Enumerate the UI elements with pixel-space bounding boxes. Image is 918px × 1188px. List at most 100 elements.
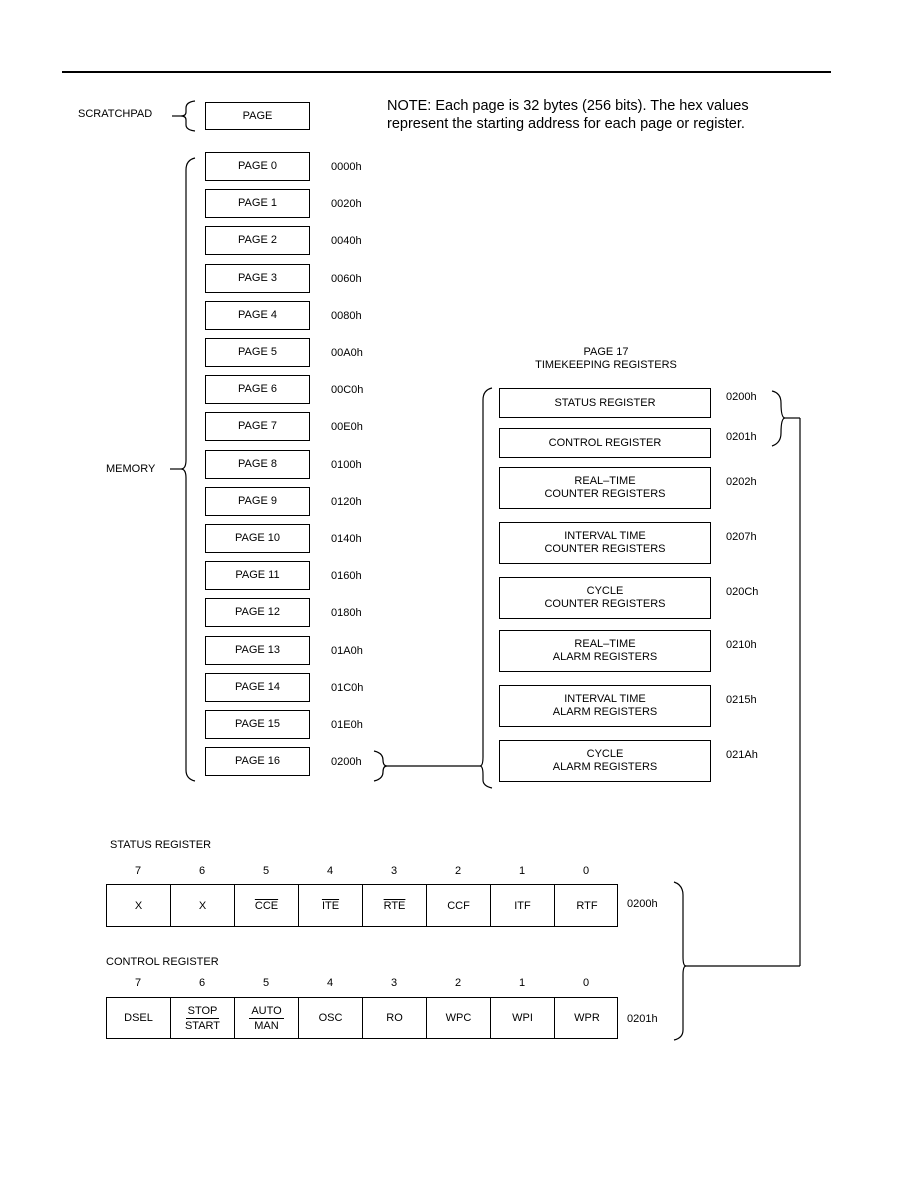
memory-page-label: PAGE 6 <box>238 383 277 395</box>
register-label-line1: REAL–TIME <box>574 475 636 487</box>
memory-page-label: PAGE 4 <box>238 309 277 321</box>
memory-page-box: PAGE 8 <box>205 450 310 479</box>
memory-page-box: PAGE 13 <box>205 636 310 665</box>
bit-label-top: AUTO <box>249 1004 284 1019</box>
status-register-addr: 0200h <box>627 898 658 910</box>
memory-page-box: PAGE 6 <box>205 375 310 404</box>
memory-page-box: PAGE 11 <box>205 561 310 590</box>
timekeeping-register-addr: 020Ch <box>726 586 759 598</box>
bit-label: X <box>134 899 143 912</box>
bit-label: ITE <box>321 899 340 912</box>
memory-page-box: PAGE 4 <box>205 301 310 330</box>
memory-brace <box>180 157 196 782</box>
register-label-line1: INTERVAL TIME <box>564 530 646 542</box>
memory-page-box: PAGE 15 <box>205 710 310 739</box>
register-label-line1: STATUS REGISTER <box>554 396 656 409</box>
bit-number: 7 <box>134 865 142 877</box>
memory-page-addr: 0060h <box>331 273 362 285</box>
timekeeping-register-addr: 0202h <box>726 476 757 488</box>
memory-page-label: PAGE 5 <box>238 346 277 358</box>
memory-page-box: PAGE 1 <box>205 189 310 218</box>
bit-number: 5 <box>262 977 270 989</box>
register-label-line2: COUNTER REGISTERS <box>544 598 666 610</box>
bit-label: DSEL <box>124 1012 153 1024</box>
register-bit-cell: ITE <box>299 885 363 926</box>
memory-page-label: PAGE 16 <box>234 755 281 767</box>
register-bit-cell: ITF <box>491 885 555 926</box>
timekeeping-register-addr: 0201h <box>726 431 757 443</box>
memory-page-addr: 01A0h <box>331 645 363 657</box>
register-label-line2: COUNTER REGISTERS <box>544 543 666 555</box>
control-register-title: CONTROL REGISTER <box>106 956 219 968</box>
bit-number: 1 <box>518 865 526 877</box>
memory-page-label: PAGE 15 <box>234 718 281 730</box>
memory-page-box: PAGE 5 <box>205 338 310 367</box>
bit-label: RTF <box>576 899 598 912</box>
memory-page-box: PAGE 10 <box>205 524 310 553</box>
memory-label: MEMORY <box>106 463 156 475</box>
memory-page-box: PAGE 12 <box>205 598 310 627</box>
register-label-line1: CONTROL REGISTER <box>548 436 662 449</box>
memory-page-addr: 0040h <box>331 235 362 247</box>
memory-page-box: PAGE 3 <box>205 264 310 293</box>
bit-number: 0 <box>582 865 590 877</box>
memory-page-label: PAGE 9 <box>238 495 277 507</box>
memory-page-addr: 00E0h <box>331 421 363 433</box>
memory-page-addr: 0180h <box>331 607 362 619</box>
memory-page-addr: 01C0h <box>331 682 364 694</box>
register-bit-cell: WPC <box>427 998 491 1038</box>
timekeeping-register-addr: 0215h <box>726 694 757 706</box>
bit-label: CCE <box>254 899 279 912</box>
register-label-line1: REAL–TIME <box>574 638 636 650</box>
register-bit-cell: RTF <box>555 885 619 926</box>
memory-page-box: PAGE 0 <box>205 152 310 181</box>
memory-page-label: PAGE 14 <box>234 681 281 693</box>
bit-number: 2 <box>454 865 462 877</box>
timekeeping-register-addr: 0207h <box>726 531 757 543</box>
memory-page-box: PAGE 2 <box>205 226 310 255</box>
register-bit-cell: X <box>107 885 171 926</box>
memory-page-addr: 01E0h <box>331 719 363 731</box>
memory-page-label: PAGE 13 <box>234 644 281 656</box>
memory-page-label: PAGE 12 <box>234 606 281 618</box>
register-label-line1: CYCLE <box>586 748 624 760</box>
bit-number: 4 <box>326 865 334 877</box>
scratchpad-brace <box>180 100 196 132</box>
page17-title: PAGE 17 <box>583 346 629 358</box>
bit-label: WPC <box>445 1012 472 1024</box>
bit-label: WPI <box>512 1012 533 1024</box>
register-bit-cell: CCE <box>235 885 299 926</box>
register-label-line2: ALARM REGISTERS <box>552 706 658 718</box>
memory-page-box: PAGE 16 <box>205 747 310 776</box>
memory-page-addr: 00C0h <box>331 384 364 396</box>
bit-label: ITF <box>514 899 531 912</box>
register-label-line1: INTERVAL TIME <box>564 693 646 705</box>
memory-page-addr: 0000h <box>331 161 362 173</box>
bit-number: 1 <box>518 977 526 989</box>
register-bit-cell: WPR <box>555 998 619 1038</box>
memory-page-label: PAGE 8 <box>238 458 277 470</box>
memory-page-label: PAGE 2 <box>238 234 277 246</box>
memory-page-label: PAGE 3 <box>238 272 277 284</box>
bit-label-top: STOP <box>185 1004 220 1019</box>
timekeeping-register-addr: 021Ah <box>726 749 758 761</box>
memory-page-label: PAGE 1 <box>238 197 277 209</box>
memory-page-addr: 00A0h <box>331 347 363 359</box>
status-register-title: STATUS REGISTER <box>110 839 212 851</box>
memory-page-box: PAGE 7 <box>205 412 310 441</box>
memory-page-addr: 0020h <box>331 198 362 210</box>
bit-number: 3 <box>390 977 398 989</box>
memory-page-box: PAGE 9 <box>205 487 310 516</box>
bit-label: CCF <box>447 899 470 912</box>
memory-page-label: PAGE 0 <box>238 160 277 172</box>
